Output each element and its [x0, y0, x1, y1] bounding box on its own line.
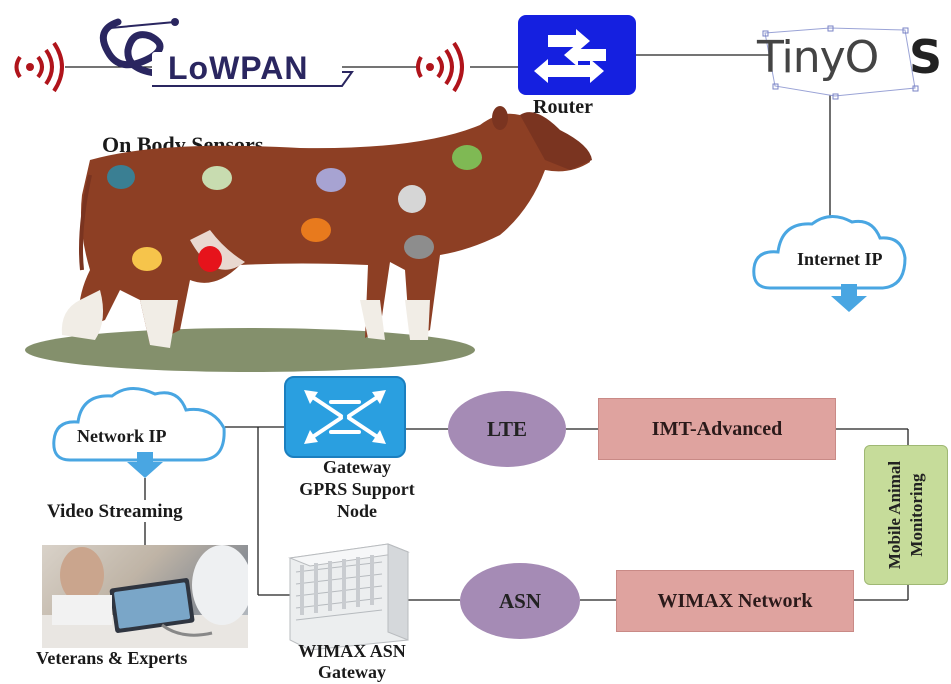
tinyos-logo: TinyO S — [755, 18, 950, 103]
monitoring-line2: Monitoring — [907, 473, 926, 557]
gateway-label-line2: GPRS Support — [299, 479, 415, 499]
monitoring-line1: Mobile Animal — [885, 460, 904, 570]
lowpan-logo-text: LoWPAN — [168, 50, 309, 86]
sensor-dot — [316, 168, 346, 192]
wimax-asn-gateway-line2: Gateway — [318, 662, 386, 682]
veterans-photo — [42, 545, 248, 648]
video-streaming-label: Video Streaming — [47, 501, 183, 522]
sensor-dot — [404, 235, 434, 259]
asn-node: ASN — [460, 563, 580, 639]
mobile-animal-monitoring-box: Mobile Animal Monitoring — [864, 445, 948, 585]
gateway-switch-icon — [284, 376, 406, 458]
lte-node: LTE — [448, 391, 566, 467]
tinyos-logo-text-b: S — [909, 30, 943, 84]
mobile-animal-monitoring-label: Mobile Animal Monitoring — [884, 461, 928, 569]
gateway-label: Gateway GPRS Support Node — [262, 456, 452, 522]
sensor-dot — [198, 246, 222, 272]
wimax-asn-gateway-label: WIMAX ASN Gateway — [262, 641, 442, 683]
tinyos-logo-text-a: TinyO — [757, 32, 879, 83]
veterans-experts-label: Veterans & Experts — [36, 648, 188, 668]
router-icon — [518, 15, 636, 95]
router-label: Router — [533, 96, 593, 118]
imt-advanced-box: IMT-Advanced — [598, 398, 836, 460]
internet-ip-label: Internet IP — [797, 249, 883, 269]
sensor-dot — [398, 185, 426, 213]
sensor-dot — [301, 218, 331, 242]
sensor-dot — [452, 145, 482, 170]
gateway-label-line3: Node — [337, 501, 377, 521]
gateway-label-line1: Gateway — [323, 457, 391, 477]
sensor-dot — [202, 166, 232, 190]
network-ip-label: Network IP — [77, 426, 167, 446]
sensor-dot — [107, 165, 135, 189]
sensor-dot — [132, 247, 162, 271]
wimax-network-box: WIMAX Network — [616, 570, 854, 632]
wimax-asn-gateway-line1: WIMAX ASN — [298, 641, 406, 661]
